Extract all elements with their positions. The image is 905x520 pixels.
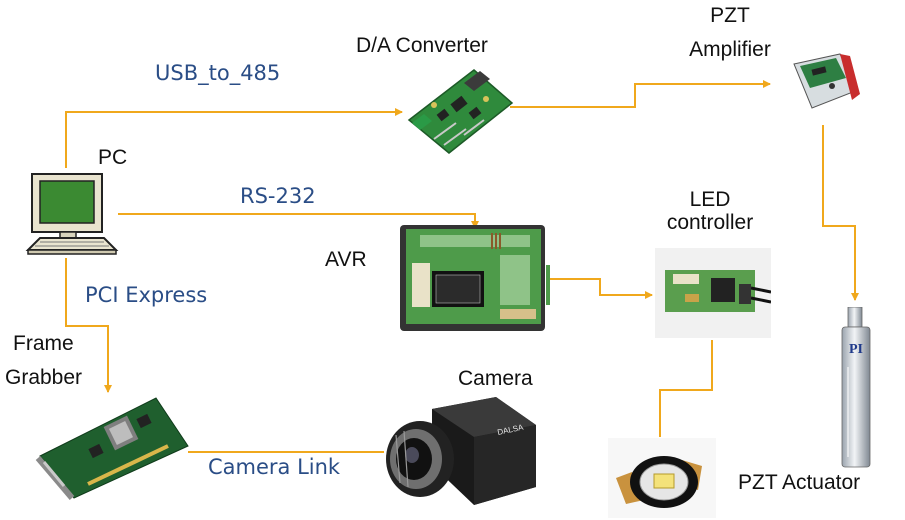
wire-amplifier-to-actuator <box>822 125 859 301</box>
frame-grabber-label-line2: Grabber <box>5 366 83 389</box>
led-image <box>608 438 716 518</box>
wire-pc-to-da <box>65 108 403 168</box>
camera-label: Camera <box>458 367 533 390</box>
wire-pc-to-frame-grabber <box>65 258 112 393</box>
wire-led-controller-to-led <box>659 340 713 437</box>
avr-board-image <box>400 225 550 331</box>
pci-express-link-label: PCI Express <box>85 283 208 307</box>
wire-da-to-amplifier <box>510 80 771 108</box>
pzt-amplifier-label-line1: PZT <box>710 4 750 27</box>
pc-computer-icon <box>25 173 119 255</box>
pzt-amplifier-label-line2: Amplifier <box>689 38 771 61</box>
led-controller-image <box>655 248 771 338</box>
frame-grabber-label-line1: Frame <box>13 332 74 355</box>
pzt-actuator-image: PI <box>841 307 871 468</box>
rs232-link-label: RS-232 <box>240 184 316 208</box>
camera-image: DALSA <box>386 397 536 505</box>
da-converter-board-image <box>407 69 514 154</box>
wire-pc-to-avr <box>118 213 479 229</box>
frame-grabber-card-image <box>35 397 189 500</box>
camera-link-label: Camera Link <box>208 455 341 479</box>
pzt-actuator-label: PZT Actuator <box>738 471 861 494</box>
led-controller-label-line1: LED <box>689 188 731 211</box>
pzt-amplifier-image <box>793 53 860 109</box>
usb-to-485-link-label: USB_to_485 <box>155 61 281 85</box>
actuator-logo: PI <box>849 342 863 357</box>
pc-label: PC <box>98 146 128 169</box>
da-converter-label: D/A Converter <box>356 34 488 57</box>
wire-avr-to-led-controller <box>547 278 653 299</box>
led-controller-label-line2: controller <box>666 211 754 234</box>
avr-label: AVR <box>325 248 367 271</box>
